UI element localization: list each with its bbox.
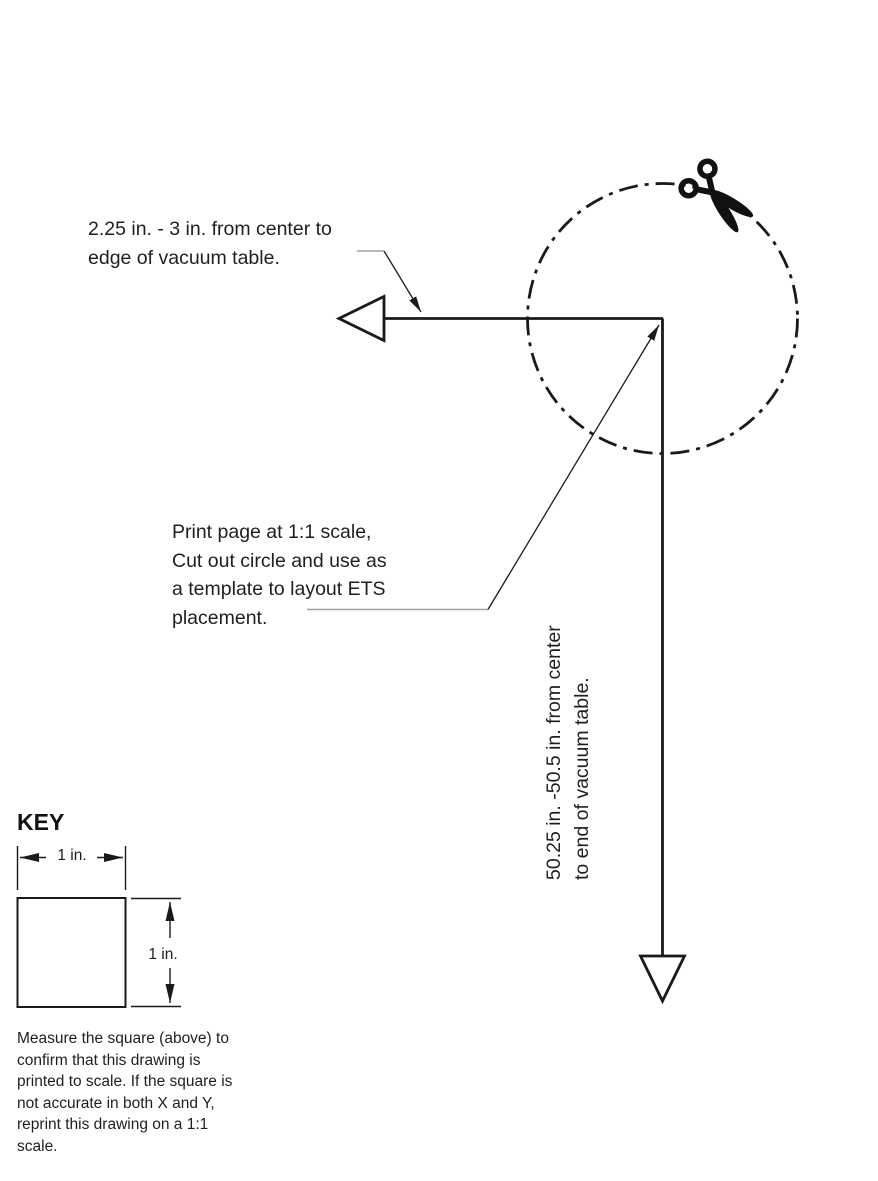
edge-offset-note: 2.25 in. - 3 in. from center to edge of … (88, 215, 332, 273)
print-instructions-note: Print page at 1:1 scale, Cut out circle … (172, 518, 387, 632)
scissors-icon (678, 158, 754, 233)
width-dimension-label: 1 in. (57, 847, 87, 864)
scale-check-line6: scale. (17, 1137, 58, 1155)
center-distance-line1: 50.25 in. -50.5 in. from center (543, 625, 565, 880)
print-note-leader (487, 324, 660, 610)
horizontal-open-arrowhead (335, 294, 386, 343)
height-dimension-label: 1 in. (148, 946, 178, 963)
scale-check-line3: printed to scale. If the square is (17, 1073, 233, 1091)
print-instructions-line3: a template to layout ETS (172, 578, 386, 600)
print-instructions-line4: placement. (172, 606, 268, 629)
scale-check-note: Measure the square (above) to confirm th… (17, 1028, 232, 1158)
scale-check-line5: reprint this drawing on a 1:1 (17, 1116, 209, 1134)
calibration-square (16, 897, 127, 1008)
edge-offset-leader (383, 250, 422, 313)
edge-offset-note-line2: edge of vacuum table. (88, 247, 280, 269)
scale-check-line1: Measure the square (above) to (17, 1030, 229, 1047)
key-title: KEY (17, 809, 65, 835)
print-instructions-line2: Cut out circle and use as (172, 549, 387, 572)
center-distance-note: 50.25 in. -50.5 in. from center to end o… (540, 580, 598, 880)
edge-offset-note-line1: 2.25 in. - 3 in. from center to (88, 218, 332, 240)
scale-check-line2: confirm that this drawing is (17, 1051, 201, 1069)
scale-check-line4: not accurate in both X and Y, (17, 1094, 215, 1112)
print-instructions-line1: Print page at 1:1 scale, (172, 521, 372, 543)
center-distance-line2: to end of vacuum table. (571, 677, 593, 880)
vertical-open-arrowhead (638, 954, 687, 1005)
